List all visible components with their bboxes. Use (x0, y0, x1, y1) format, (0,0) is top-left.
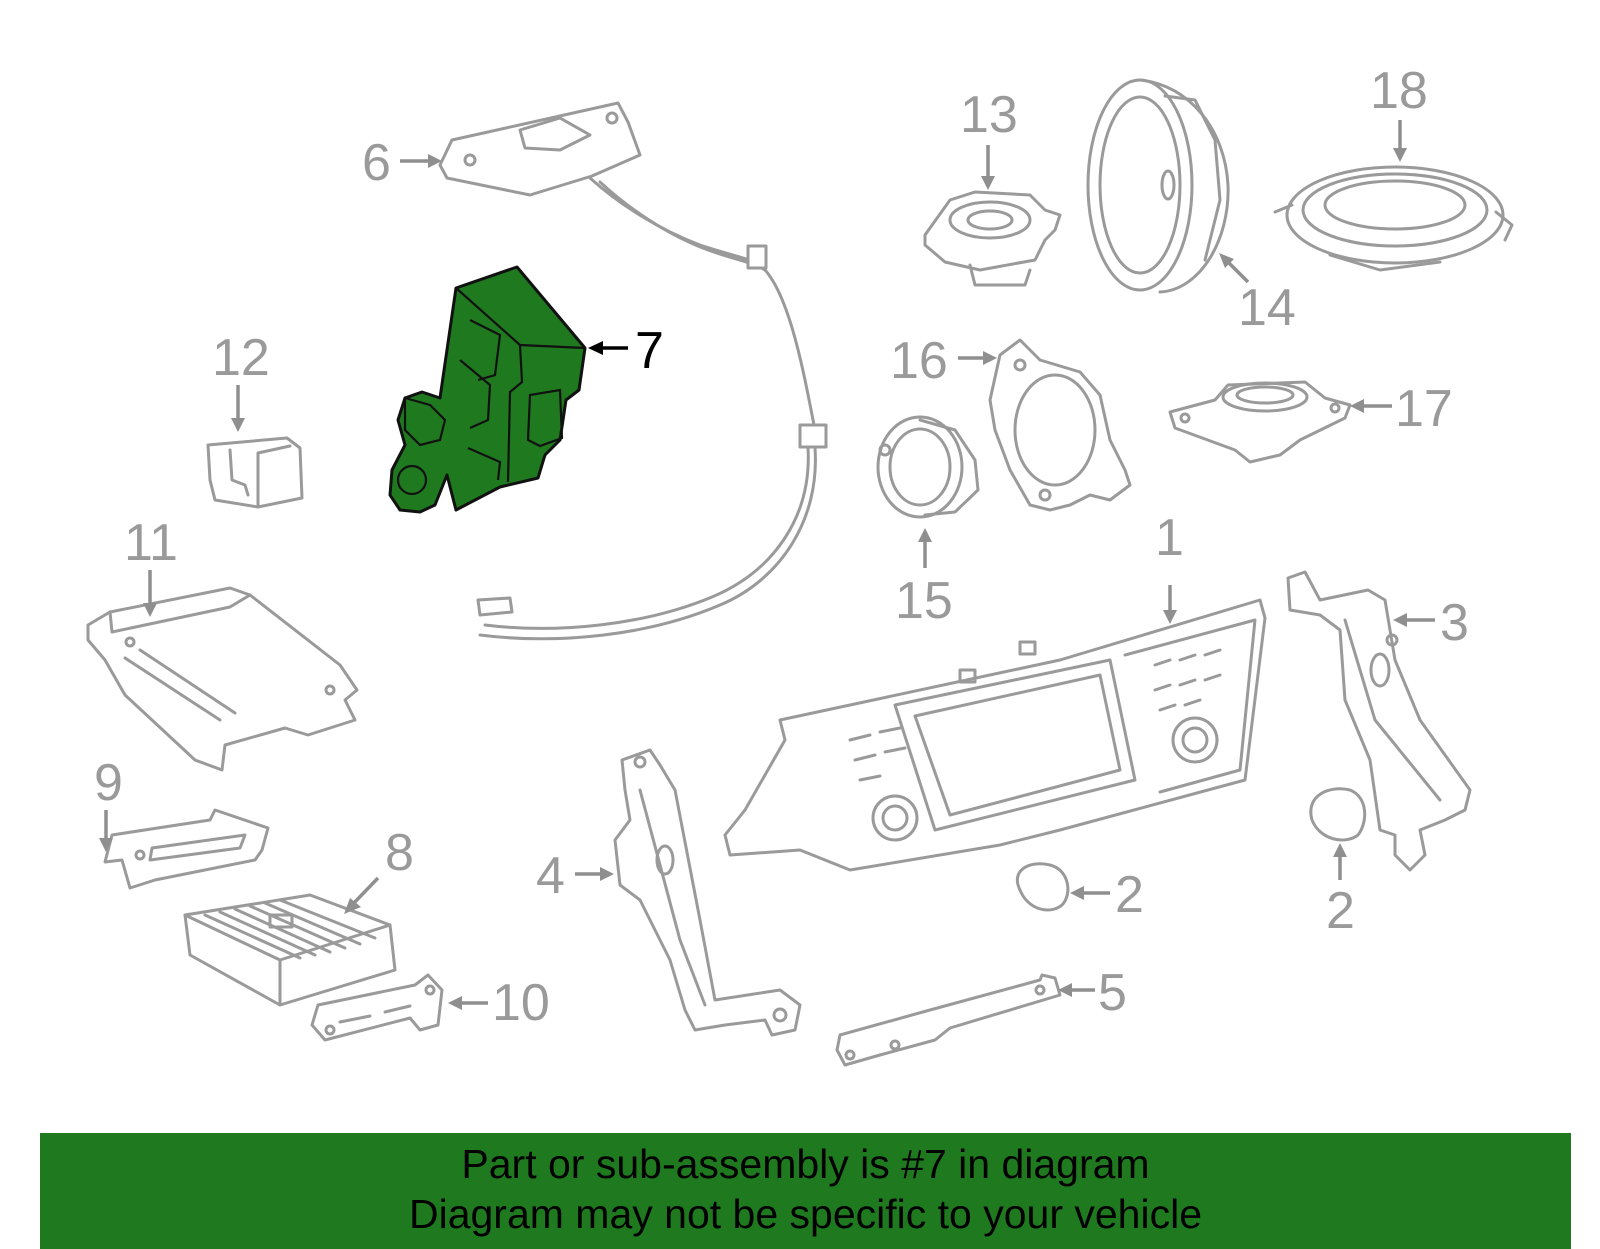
callout-5-arrow (1058, 983, 1095, 997)
callout-15-arrow (918, 528, 932, 568)
callout-2b: 2 (1326, 882, 1355, 940)
part-13-tweeter (923, 190, 1062, 287)
banner-line-2: Diagram may not be specific to your vehi… (408, 1191, 1202, 1237)
part-5-bracket (835, 973, 1062, 1067)
callout-9-arrow (99, 810, 113, 852)
callout-2b-arrow (1333, 843, 1347, 880)
callout-14: 14 (1238, 279, 1296, 337)
callout-6: 6 (362, 134, 391, 192)
callout-7: 7 (635, 322, 664, 380)
callout-4-arrow (575, 867, 614, 881)
part-15-small-speaker (876, 415, 980, 519)
callout-2a-arrow (1070, 886, 1110, 900)
part-2-knob-cap-b (1309, 787, 1367, 842)
part-12-connector (206, 436, 304, 509)
info-banner: Part or sub-assembly is #7 in diagram Di… (40, 1133, 1571, 1249)
callout-8-arrow (344, 876, 380, 914)
callout-11: 11 (124, 514, 178, 572)
part-18-oval-speaker (1273, 165, 1514, 272)
part-16-bracket (988, 338, 1132, 512)
part-10-bracket (310, 973, 444, 1042)
callout-14-arrow (1219, 253, 1250, 284)
part-8-amplifier (183, 893, 397, 1007)
callout-11-arrow (143, 570, 157, 617)
callout-9: 9 (94, 754, 123, 812)
callout-10: 10 (492, 974, 550, 1032)
callout-12-arrow (231, 385, 245, 432)
part-14-speaker (1086, 78, 1230, 294)
part-7-highlighted (388, 265, 587, 514)
part-1-display-panel (723, 598, 1267, 872)
callout-10-arrow (448, 996, 488, 1010)
callout-1-arrow (1163, 585, 1177, 624)
part-17-flat-speaker (1168, 380, 1352, 464)
callout-8: 8 (385, 824, 414, 882)
banner-line-1: Part or sub-assembly is #7 in diagram (461, 1141, 1150, 1187)
callout-15: 15 (895, 572, 953, 630)
callout-17-arrow (1350, 399, 1392, 413)
callout-5: 5 (1098, 964, 1127, 1022)
callout-17: 17 (1395, 380, 1453, 438)
part-9-bracket (103, 808, 270, 890)
callout-2a: 2 (1115, 866, 1144, 924)
callout-3-arrow (1393, 613, 1435, 627)
callout-12: 12 (212, 329, 270, 387)
callout-16: 16 (890, 332, 948, 390)
callout-18-arrow (1393, 120, 1407, 162)
part-4-bracket (613, 748, 802, 1037)
callout-7-arrow (588, 341, 628, 355)
callout-18: 18 (1370, 62, 1428, 120)
callout-6-arrow (400, 154, 442, 168)
callout-13: 13 (960, 86, 1018, 144)
part-2-knob-cap-a (1015, 862, 1070, 912)
callout-13-arrow (981, 145, 995, 190)
callout-3: 3 (1440, 594, 1469, 652)
callout-16-arrow (958, 351, 997, 365)
callout-4: 4 (536, 847, 565, 905)
callout-1: 1 (1155, 509, 1184, 567)
part-3-bracket (1286, 570, 1472, 872)
part-6-bracket (438, 101, 828, 641)
part-11-cover (86, 586, 359, 772)
